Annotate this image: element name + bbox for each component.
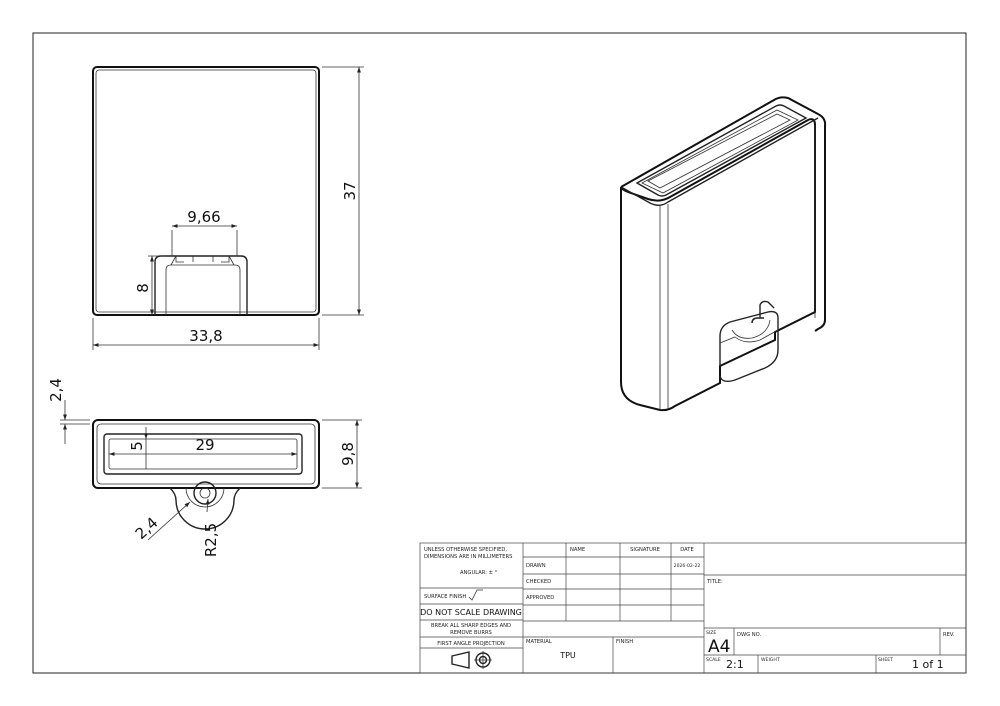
dim-clip-thickness: 2,4: [132, 514, 162, 543]
note-break-edges-1: BREAK ALL SHARP EDGES AND: [431, 623, 511, 629]
dim-front-width: 33,8: [189, 327, 222, 345]
note-unless-specified: UNLESS OTHERWISE SPECIFIED,: [424, 547, 507, 553]
material-value: TPU: [559, 651, 576, 660]
dwg-no-label: DWG NO.: [737, 632, 762, 638]
note-surface-finish: SURFACE FINISH: [424, 594, 466, 600]
weight-label: WEIGHT: [761, 657, 780, 663]
row-drawn: DRAWN: [526, 563, 546, 569]
drawn-date: 2026-02-22: [674, 563, 701, 569]
finish-label: FINISH: [616, 639, 633, 645]
note-projection: FIRST ANGLE PROJECTION: [437, 641, 505, 647]
material-label: MATERIAL: [526, 639, 552, 645]
title-label: TITLE:: [706, 579, 723, 585]
row-checked: CHECKED: [526, 579, 551, 585]
col-name: NAME: [570, 547, 585, 553]
scale-label: SCALE: [706, 657, 721, 663]
dim-clip-radius: R2,5: [202, 523, 220, 557]
dim-top-slot-width: 5: [128, 441, 146, 451]
dim-slot-width: 9,66: [187, 208, 220, 226]
surface-finish-icon: [468, 589, 483, 601]
dim-top-slot-length: 29: [195, 436, 214, 454]
col-date: DATE: [680, 547, 694, 553]
size-value: A4: [708, 637, 730, 657]
scale-value: 2:1: [726, 658, 744, 671]
col-signature: SIGNATURE: [630, 547, 660, 553]
note-do-not-scale: DO NOT SCALE DRAWING: [420, 608, 522, 617]
size-label: SIZE: [706, 630, 716, 636]
top-view: 2,4 29 5 9,8 2,4 R2,5: [47, 378, 362, 557]
sheet-border: [32, 32, 967, 674]
row-approved: APPROVED: [526, 595, 554, 601]
rev-label: REV.: [943, 632, 955, 638]
dim-front-height: 37: [341, 181, 359, 200]
dim-slot-height: 8: [134, 283, 152, 293]
front-view: 9,66 8 37 33,8: [92, 66, 364, 350]
dim-top-depth: 9,8: [339, 442, 357, 466]
note-break-edges-2: REMOVE BURRS: [450, 630, 492, 636]
note-dimensions-mm: DIMENSIONS ARE IN MILLIMETERS: [424, 554, 512, 560]
projection-symbol-icon: [451, 651, 492, 669]
sheet-value: 1 of 1: [912, 658, 944, 671]
sheet-label: SHEET: [878, 657, 893, 663]
note-angular: ANGULAR: ± °: [460, 570, 498, 576]
isometric-view: [620, 96, 827, 412]
title-block: UNLESS OTHERWISE SPECIFIED, DIMENSIONS A…: [419, 542, 967, 674]
dim-top-wall: 2,4: [47, 378, 65, 402]
